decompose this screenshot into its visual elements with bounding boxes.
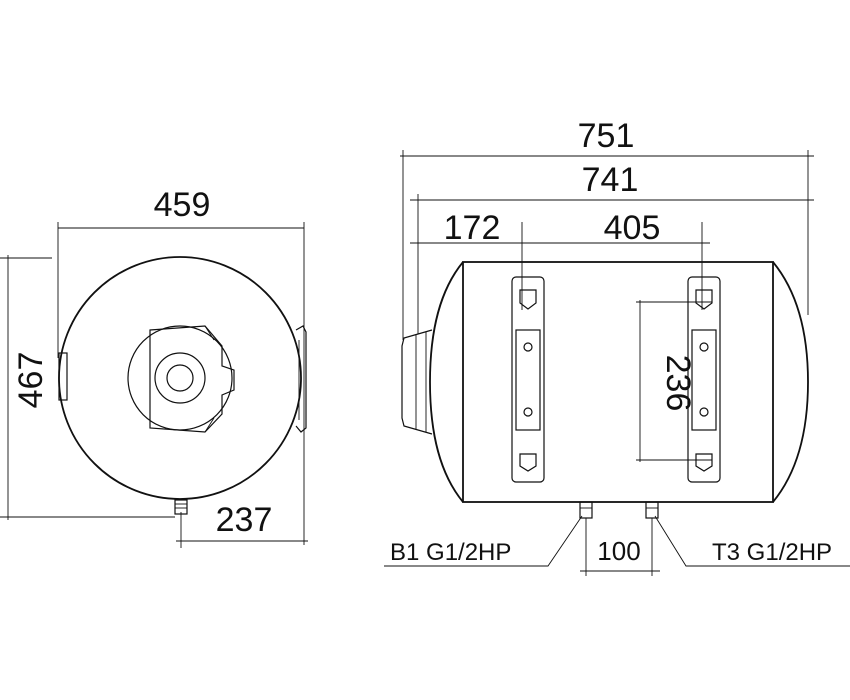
side-view: 751 741 172 405 236 100 B1 G1/2HP T3 G1/… — [384, 117, 850, 576]
dim-side-236-text: 236 — [659, 355, 697, 412]
left-bracket-rail — [511, 276, 545, 483]
left-bracket-bolt-top — [523, 342, 533, 352]
right-bracket-hook-bottom — [695, 453, 713, 472]
leader-b1 — [384, 515, 583, 567]
front-flange-detail-b — [204, 417, 215, 433]
side-right-bracket — [687, 276, 721, 483]
side-right-dome — [772, 261, 809, 503]
left-bracket-hook-top — [519, 289, 537, 310]
right-bracket-plate — [691, 329, 717, 431]
side-nipple-b1 — [579, 501, 593, 519]
right-bracket-bolt-bottom — [699, 407, 709, 417]
front-flange-plate — [149, 325, 235, 433]
front-bottom-nipple — [174, 499, 188, 515]
front-heater-ring — [154, 352, 206, 404]
dim-side-751-text: 751 — [578, 117, 635, 155]
right-bracket-rail — [687, 276, 721, 483]
front-left-cover — [58, 352, 68, 401]
side-nipple-t3 — [645, 501, 659, 519]
front-view: 459 467 237 — [0, 186, 308, 548]
side-cylinder-body — [462, 261, 774, 503]
side-end-cap — [401, 329, 433, 435]
dim-front-offset-text: 237 — [216, 501, 273, 539]
left-bracket-plate — [515, 329, 541, 431]
front-flange-outer — [127, 325, 233, 431]
label-t3: T3 G1/2HP — [712, 539, 832, 566]
right-bracket-bolt-top — [699, 342, 709, 352]
side-left-bracket — [511, 276, 545, 483]
side-left-dome — [429, 261, 464, 503]
label-b1: B1 G1/2HP — [390, 539, 511, 566]
left-bracket-bolt-bottom — [523, 407, 533, 417]
front-flange-detail-a — [204, 325, 215, 341]
dim-side-100-text: 100 — [597, 536, 640, 566]
dim-side-405-text: 405 — [604, 209, 661, 247]
front-right-bracket — [295, 325, 307, 433]
dim-side-741-text: 741 — [582, 161, 639, 199]
front-heater-core — [166, 364, 194, 392]
leader-t3 — [654, 515, 850, 567]
right-bracket-hook-top — [695, 289, 713, 310]
dim-front-height-text: 467 — [12, 352, 50, 409]
front-tank-circle — [58, 256, 302, 500]
dim-front-width-text: 459 — [154, 186, 211, 224]
dim-side-172-text: 172 — [444, 209, 501, 247]
left-bracket-hook-bottom — [519, 453, 537, 472]
